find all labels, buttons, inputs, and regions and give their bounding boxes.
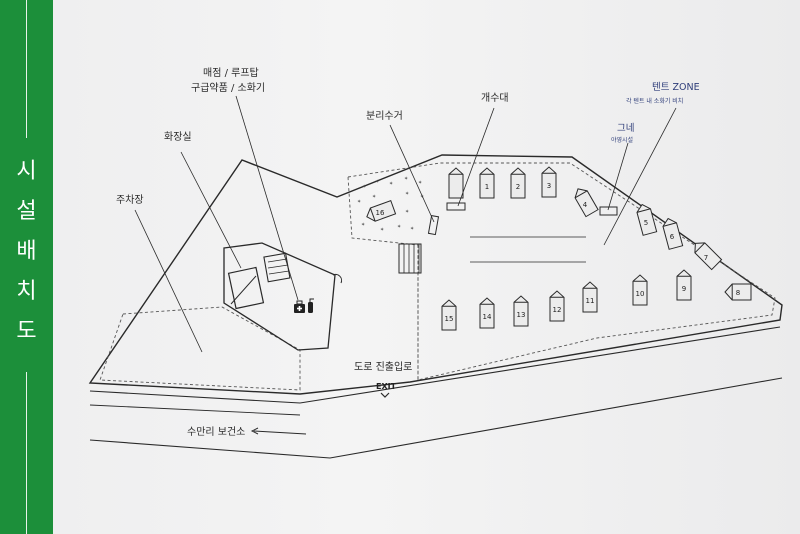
tent-site [479, 167, 495, 199]
svg-text:✶: ✶ [420, 194, 424, 200]
tent-site-number: 16 [376, 209, 385, 217]
label-parking: 주차장 [116, 194, 144, 206]
tent-zone-area [347, 162, 776, 381]
tent-site [724, 283, 752, 301]
tent-site [513, 295, 529, 327]
svg-text:✶: ✶ [361, 222, 365, 228]
title-char: 치 [16, 279, 37, 304]
tent-site-number: 7 [704, 254, 708, 262]
tent-site [510, 167, 526, 199]
recycling-box [427, 215, 440, 236]
tent-site-number: 12 [553, 306, 562, 314]
label-shade: 그네 [617, 123, 634, 134]
tent-site-number: 3 [547, 182, 551, 190]
road-edge [89, 326, 781, 404]
label-shade-note: 야영시설 [611, 136, 633, 144]
tent-site [694, 242, 723, 271]
svg-text:✶: ✶ [362, 184, 366, 190]
title-char: 설 [16, 199, 37, 224]
svg-text:✶: ✶ [405, 191, 409, 197]
tent-site-number: 10 [636, 290, 645, 298]
label-tent-zone-note: 각 텐트 내 소화기 비치 [626, 97, 683, 105]
site-boundary [88, 154, 783, 395]
title-char: 배 [16, 239, 37, 264]
tent-site-number: 1 [485, 183, 489, 191]
sign-title: 시 설 배 치 도 [0, 0, 53, 534]
arrow-left-icon [250, 427, 307, 435]
tent-site [574, 188, 599, 218]
tent-site-number: 2 [516, 183, 520, 191]
tent-site [582, 281, 598, 313]
tent-site [441, 299, 457, 331]
svg-text:✶: ✶ [397, 224, 401, 230]
tent-site-number: 14 [483, 313, 492, 321]
svg-text:✶: ✶ [372, 194, 376, 200]
label-sink: 개수대 [481, 92, 509, 104]
tent-site-number: 4 [583, 201, 588, 209]
svg-text:✶: ✶ [380, 227, 384, 233]
svg-text:✶: ✶ [410, 226, 414, 232]
road-edge [89, 377, 783, 459]
label-restroom: 화장실 [164, 131, 192, 143]
tent-site-number: 9 [682, 285, 686, 293]
fire-extinguisher-icon [308, 298, 314, 313]
tree-marks: ✶ ✶ ✶ ✶ ✶ ✶ ✶ ✶ ✶ ✶ ✶ ✶ ✶ ✶ [357, 176, 424, 233]
sink [446, 202, 466, 211]
tent-site [366, 199, 397, 222]
label-tent-zone: 텐트 ZONE [652, 82, 700, 93]
building-block [223, 242, 343, 351]
label-entrance: 도로 진출입로 [354, 360, 412, 373]
label-first-aid: 구급약품 / 소화기 [191, 82, 265, 94]
chevron-down-icon [380, 392, 390, 398]
label-direction: 수만리 보건소 [187, 426, 245, 438]
first-aid-kit-icon [294, 300, 305, 313]
svg-text:✶: ✶ [418, 180, 422, 186]
road-edge [89, 404, 301, 416]
label-store-rooftop: 매점 / 루프탑 [203, 67, 259, 79]
tent-site [448, 167, 464, 199]
title-char: 도 [16, 319, 37, 344]
label-recycling: 분리수거 [366, 110, 403, 122]
tent-site-number: 11 [586, 297, 595, 305]
svg-text:✶: ✶ [404, 176, 408, 182]
title-char: 시 [16, 159, 37, 184]
svg-text:✶: ✶ [389, 181, 393, 187]
title-chars: 시 설 배 치 도 [0, 152, 53, 352]
tent-site [636, 203, 658, 236]
title-rule-top [26, 0, 27, 138]
tent-site [549, 290, 565, 322]
tent-site [479, 297, 495, 329]
tent-site [632, 274, 648, 306]
tent-site [662, 217, 684, 250]
svg-text:✶: ✶ [375, 179, 379, 185]
title-rule-bottom [26, 372, 27, 534]
tent-site-number: 15 [445, 315, 454, 323]
tent-site [676, 269, 692, 301]
label-exit: EXIT [376, 382, 397, 391]
tent-site-number: 5 [644, 219, 648, 227]
parking-area [99, 306, 301, 391]
recycling-bins [398, 243, 422, 274]
leader-lines [134, 95, 677, 353]
tent-site-number: 6 [670, 233, 675, 241]
svg-text:✶: ✶ [357, 199, 361, 205]
tent-site-number: 8 [736, 289, 740, 297]
svg-text:✶: ✶ [405, 209, 409, 215]
tent-site [541, 166, 557, 198]
tent-site-number: 13 [517, 311, 526, 319]
